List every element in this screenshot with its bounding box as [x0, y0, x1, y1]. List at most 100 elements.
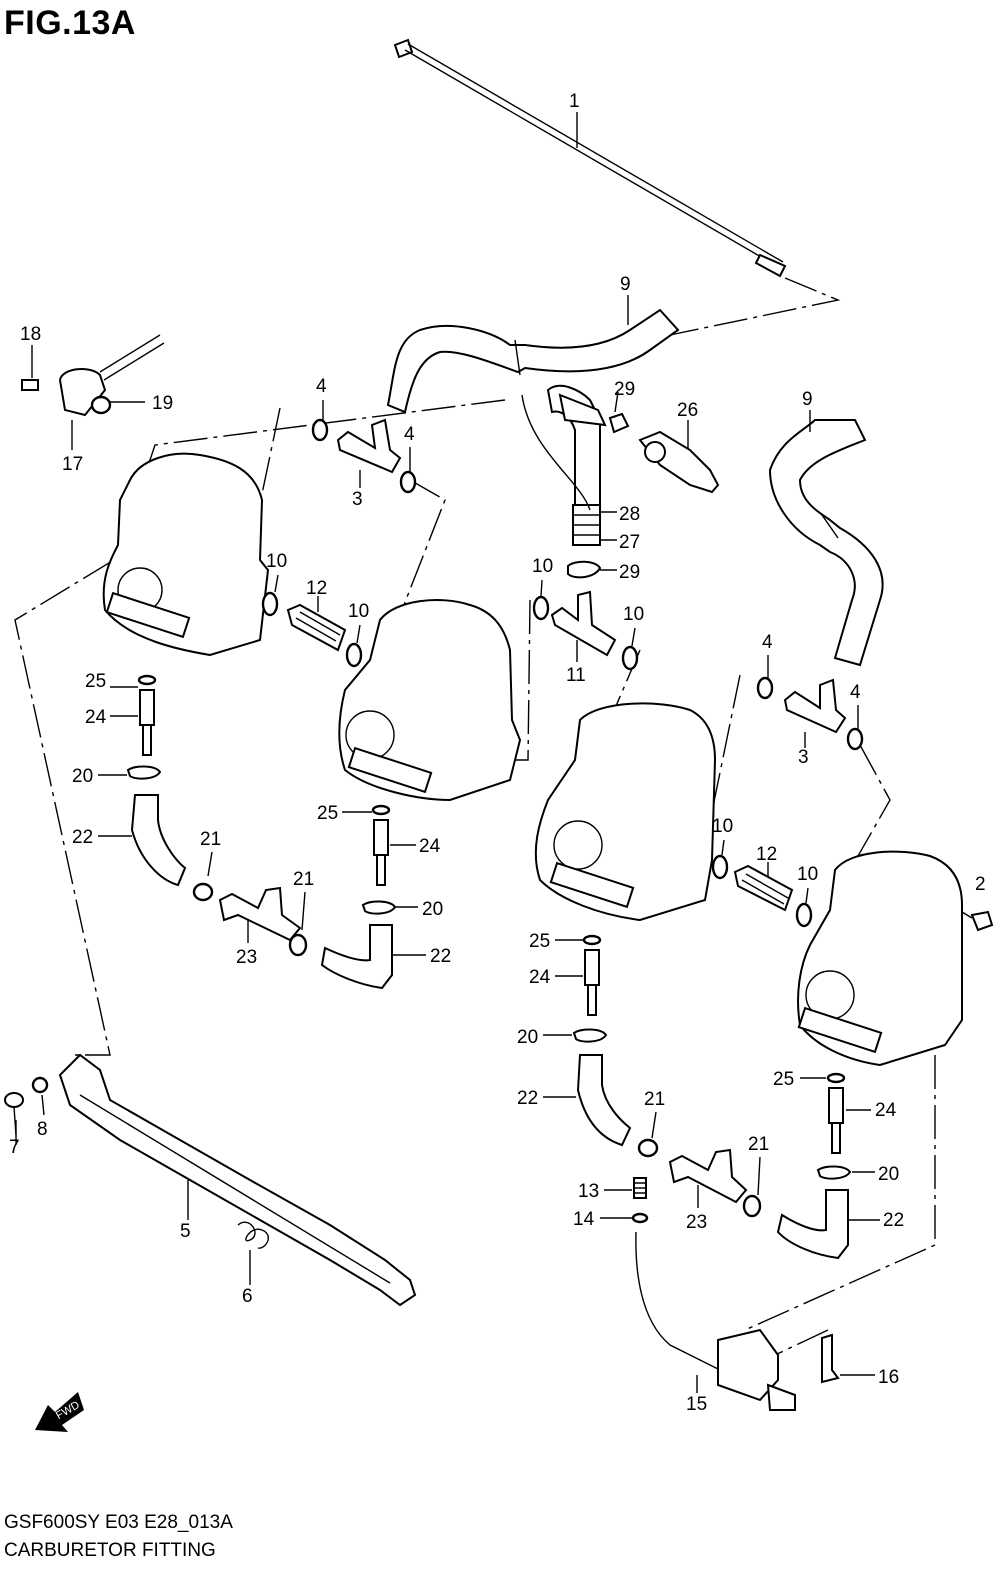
jet-group-4 — [776, 1072, 852, 1260]
callout-number: 19 — [152, 393, 173, 414]
callout-number: 21 — [644, 1089, 665, 1110]
callout-number: 20 — [878, 1164, 899, 1185]
part-tee-joint-upper — [336, 418, 402, 474]
part-screw — [4, 1076, 49, 1136]
callout-number: 23 — [236, 947, 257, 968]
callout-number: 29 — [614, 379, 635, 400]
part-nut — [970, 910, 994, 932]
callout-number: 3 — [798, 747, 809, 768]
callout-number: 24 — [529, 967, 551, 988]
callout-number: 25 — [773, 1069, 794, 1090]
callout-number: 4 — [316, 376, 327, 397]
part-rod — [393, 38, 787, 278]
callout-number: 22 — [517, 1088, 538, 1109]
carburetor-4 — [797, 850, 963, 1067]
callout-number: 26 — [677, 400, 698, 421]
figure-title: FIG.13A — [4, 4, 136, 42]
o-ring-10 — [846, 727, 864, 751]
callout-number: 10 — [348, 601, 369, 622]
carburetor-2 — [338, 599, 522, 802]
o-ring-6 — [795, 902, 813, 928]
callout-number: 15 — [686, 1394, 707, 1415]
callout-number: 25 — [85, 671, 106, 692]
part-bracket — [58, 1053, 417, 1307]
o-ring-9 — [756, 676, 774, 700]
diagram-name: CARBURETOR FITTING — [4, 1540, 216, 1561]
callout-number: 22 — [430, 946, 451, 967]
callout-number: 3 — [352, 489, 363, 510]
callout-number: 21 — [200, 829, 221, 850]
jet-group-3 — [572, 934, 632, 1147]
callout-number: 10 — [623, 604, 644, 625]
diagram-code: GSF600SY E03 E28_013A — [4, 1512, 233, 1533]
callout-number: 18 — [20, 324, 41, 345]
callout-number: 4 — [404, 424, 415, 445]
callout-number: 25 — [317, 803, 338, 824]
part-hose-upper — [386, 308, 680, 414]
part-tee-joint-right — [783, 678, 847, 734]
callout-number: 27 — [619, 532, 640, 553]
callout-number: 23 — [686, 1212, 707, 1233]
o-ring-4 — [621, 645, 639, 671]
callout-number: 12 — [306, 578, 327, 599]
callout-number: 25 — [529, 931, 550, 952]
callout-number: 6 — [242, 1286, 253, 1307]
callout-number: 20 — [517, 1027, 538, 1048]
callout-number: 14 — [573, 1209, 595, 1230]
callout-number: 20 — [422, 899, 443, 920]
callout-number: 24 — [419, 836, 441, 857]
callout-number: 17 — [62, 454, 83, 475]
callout-number: 11 — [566, 665, 586, 686]
callout-number: 8 — [37, 1119, 48, 1140]
part-clip-lower — [567, 560, 602, 579]
callout-number: 1 — [569, 91, 580, 112]
carburetor-3 — [534, 702, 717, 922]
o-ring-2 — [345, 642, 363, 668]
part-bent-pipe — [521, 384, 607, 546]
part-filter-right — [733, 864, 794, 912]
callout-number: 2 — [975, 874, 986, 895]
callout-number: 22 — [883, 1210, 904, 1231]
callout-number: 20 — [72, 766, 93, 787]
o-ring-1 — [261, 591, 279, 617]
callout-number: 10 — [532, 556, 553, 577]
callout-number: 21 — [293, 869, 314, 890]
part-sensor-lead — [635, 1231, 796, 1411]
callout-number: 10 — [712, 816, 733, 837]
callout-number: 5 — [180, 1221, 191, 1242]
callout-number: 12 — [756, 844, 777, 865]
o-ring-3 — [532, 595, 550, 621]
callout-number: 28 — [619, 504, 640, 525]
callout-number: 10 — [266, 551, 287, 572]
part-valve — [638, 430, 720, 494]
callout-number: 9 — [620, 274, 631, 295]
part-tee-lower-right — [637, 1138, 762, 1218]
callout-number: 16 — [878, 1367, 899, 1388]
part-filter-left — [286, 603, 347, 652]
callout-number: 10 — [797, 864, 818, 885]
part-hose-right — [768, 419, 884, 667]
callout-number: 24 — [875, 1100, 897, 1121]
callout-number: 13 — [578, 1181, 599, 1202]
o-ring-5 — [711, 854, 729, 880]
part-spring — [237, 1221, 269, 1249]
callout-number: 7 — [9, 1137, 20, 1158]
part-clip-upper — [608, 412, 630, 434]
part-sensor — [21, 334, 165, 417]
callout-number: 29 — [619, 562, 640, 583]
part-tee-lower-left — [192, 882, 308, 957]
callout-number: 22 — [72, 827, 93, 848]
callout-number: 9 — [802, 389, 813, 410]
part-bolt — [821, 1333, 840, 1384]
fwd-arrow-icon: FWD — [35, 1392, 84, 1432]
o-ring-7 — [311, 418, 329, 442]
callout-number: 4 — [850, 682, 861, 703]
callout-number: 21 — [748, 1134, 769, 1155]
callout-number: 24 — [85, 707, 107, 728]
part-spring-small — [631, 1177, 649, 1224]
jet-group-2 — [320, 804, 397, 990]
part-tee-joint-center — [550, 590, 617, 657]
callout-number: 4 — [762, 632, 773, 653]
o-ring-8 — [399, 470, 417, 494]
